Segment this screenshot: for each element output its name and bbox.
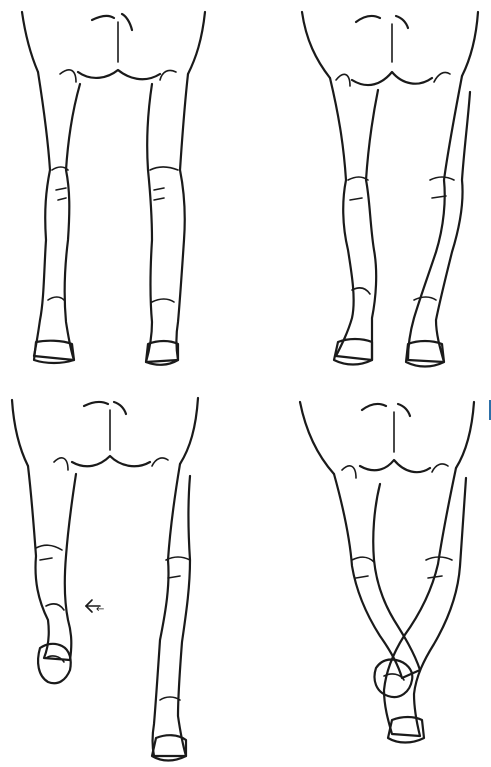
lifted-leg bbox=[28, 466, 76, 683]
body-outline bbox=[12, 398, 198, 470]
crossing-leg-right bbox=[384, 468, 466, 736]
left-leg bbox=[330, 78, 378, 365]
weight-bearing-leg bbox=[152, 464, 190, 761]
left-leg bbox=[34, 72, 80, 363]
body-outline bbox=[302, 12, 478, 86]
body-outline bbox=[300, 402, 474, 478]
right-leg bbox=[406, 76, 470, 367]
panel-top-right bbox=[302, 12, 478, 367]
right-leg bbox=[146, 74, 188, 365]
body-outline bbox=[22, 12, 205, 82]
crossing-leg-left bbox=[334, 474, 420, 678]
annotation-mark: ← bbox=[96, 604, 104, 615]
panel-top-left bbox=[22, 12, 205, 365]
panel-bottom-left: ← bbox=[12, 398, 198, 761]
panel-bottom-right bbox=[300, 402, 474, 743]
motion-arrow: ← bbox=[86, 600, 104, 615]
